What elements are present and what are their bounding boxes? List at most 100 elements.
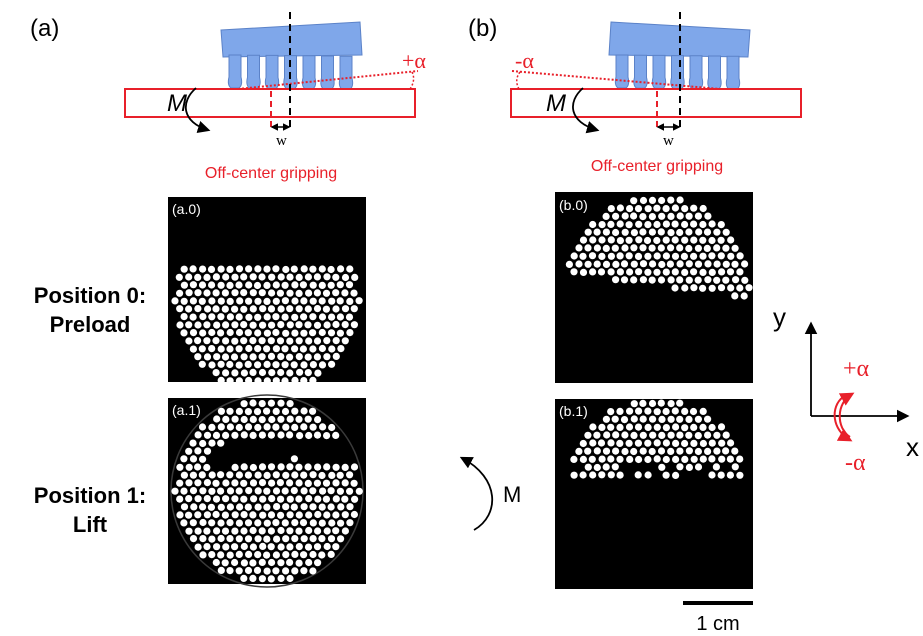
particle [305, 431, 313, 440]
particle [355, 297, 363, 305]
particle [194, 273, 202, 281]
particle [351, 495, 359, 503]
particle [176, 511, 184, 519]
particle [327, 550, 335, 559]
particle [286, 321, 294, 329]
particle [597, 268, 606, 276]
particle [345, 281, 354, 289]
panel-b-angle-label: -α [515, 48, 534, 73]
particle [635, 220, 643, 228]
particle [685, 447, 694, 455]
particle [726, 268, 735, 276]
particle [713, 244, 721, 252]
particle [726, 455, 735, 463]
particle [657, 228, 665, 236]
particle [337, 345, 345, 353]
particle [254, 329, 262, 337]
particle [263, 407, 271, 415]
particle [570, 252, 578, 260]
particle [250, 495, 258, 503]
particle [304, 353, 312, 361]
particle [217, 376, 225, 384]
particle [639, 213, 647, 221]
particle [575, 447, 583, 455]
particle [704, 276, 712, 284]
particle [272, 551, 280, 559]
particle [291, 345, 299, 353]
particle [296, 368, 304, 376]
particle [639, 276, 648, 284]
panel-b-schematic: (b) -α w M Off-center gripping [468, 12, 802, 175]
particle [212, 431, 221, 439]
particle [277, 431, 285, 439]
particle [708, 439, 716, 447]
particle [309, 471, 317, 479]
particle [267, 352, 276, 360]
gripper-finger [725, 55, 741, 90]
particle [685, 276, 693, 284]
particle [309, 567, 317, 575]
gripper-finger [707, 55, 722, 90]
particle [249, 321, 257, 329]
gripper-finger [301, 55, 317, 90]
particle [295, 337, 303, 345]
particle [226, 313, 234, 321]
particle [231, 369, 239, 377]
particle [240, 369, 248, 377]
particle [341, 305, 350, 313]
particle [258, 463, 267, 471]
particle [258, 400, 266, 408]
particle [589, 439, 597, 447]
particle [249, 526, 257, 535]
particle [322, 305, 330, 313]
particle [249, 353, 257, 361]
particle [222, 321, 230, 329]
particle [313, 305, 322, 313]
particle [253, 408, 262, 416]
particle [718, 439, 726, 447]
particle [189, 519, 197, 527]
particle [222, 415, 230, 423]
particle [272, 487, 281, 495]
particle [314, 416, 322, 424]
particle [662, 439, 671, 447]
particle [658, 260, 666, 269]
particle [258, 289, 266, 297]
particle [616, 455, 624, 463]
particle [263, 487, 271, 495]
particle [254, 487, 262, 495]
particle [286, 289, 294, 297]
particle [300, 407, 308, 415]
particle [658, 196, 666, 205]
particle [300, 313, 308, 321]
particle [199, 518, 207, 527]
particle [639, 415, 647, 423]
particle [189, 297, 197, 305]
particle [602, 260, 611, 268]
particle [644, 407, 652, 415]
minus-alpha-arrow [833, 396, 853, 442]
particle [295, 321, 303, 329]
particle [653, 268, 661, 276]
particle [208, 487, 216, 495]
particle [194, 495, 202, 503]
particle [272, 407, 280, 415]
particle [240, 559, 248, 567]
particle [323, 432, 331, 440]
particle [213, 353, 221, 361]
particle [199, 535, 207, 543]
particle [235, 471, 243, 479]
particle [222, 273, 230, 281]
particle [231, 463, 239, 471]
particle [704, 415, 712, 423]
particle [212, 558, 220, 567]
particle [323, 273, 331, 281]
particle [565, 260, 574, 268]
particle [244, 329, 252, 337]
particle [332, 289, 340, 297]
particle [337, 535, 345, 543]
particle [722, 447, 730, 455]
particle [713, 228, 721, 236]
particle [672, 439, 680, 447]
particle [226, 297, 234, 305]
